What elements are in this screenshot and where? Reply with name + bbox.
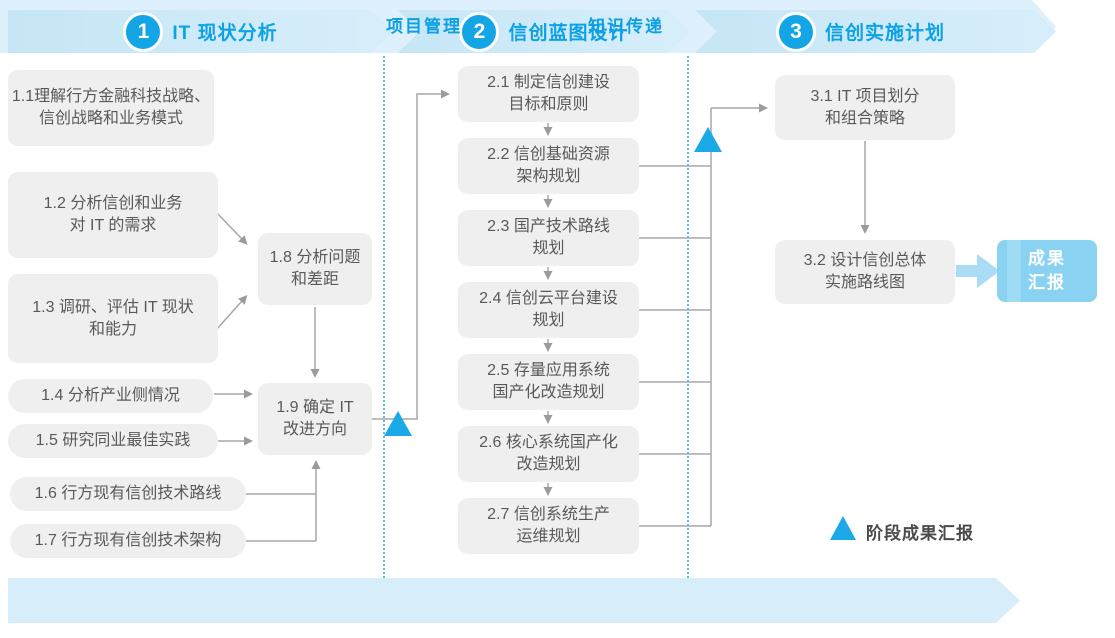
node-text: 1.9 确定 IT bbox=[276, 399, 354, 417]
flow-node-1-2: 1.2 分析信创和业务 对 IT 的需求 bbox=[8, 172, 218, 258]
footer-label-knowledge-transfer: 知识传递 bbox=[588, 17, 664, 36]
flow-node-1-9: 1.9 确定 IT 改进方向 bbox=[258, 383, 372, 455]
flow-node-2-3: 2.3 国产技术路线 规划 bbox=[458, 210, 639, 266]
flow-node-1-4: 1.4 分析产业侧情况 bbox=[8, 379, 213, 413]
node-text: 1.2 分析信创和业务 bbox=[43, 195, 183, 213]
phase-separator-1-2 bbox=[383, 56, 385, 578]
flow-node-1-1: 1.1理解行方金融科技战略、 信创战略和业务模式 bbox=[8, 70, 214, 146]
thick-arrow-icon bbox=[956, 254, 1000, 288]
phase-number: 2 bbox=[473, 19, 486, 43]
footer-label-project-management: 项目管理 bbox=[386, 17, 462, 36]
node-text: 3.2 设计信创总体 bbox=[803, 252, 927, 270]
result-text: 成果 bbox=[1028, 249, 1066, 269]
legend-label: 阶段成果汇报 bbox=[866, 524, 974, 543]
flow-node-3-2: 3.2 设计信创总体 实施路线图 bbox=[775, 240, 955, 304]
node-text: 规划 bbox=[532, 312, 565, 329]
phase-2-number-badge: 2 bbox=[459, 11, 500, 52]
node-text: 规划 bbox=[532, 240, 565, 257]
phase-3-number-badge: 3 bbox=[775, 11, 816, 52]
phase-banner-3: 3 信创实施计划 bbox=[695, 10, 1056, 53]
milestone-triangle-icon bbox=[384, 411, 412, 436]
phase-1-title: IT 现状分析 bbox=[172, 23, 278, 44]
node-text: 2.4 信创云平台建设 bbox=[479, 290, 618, 308]
node-text: 1.6 行方现有信创技术路线 bbox=[34, 485, 222, 503]
node-text: 运维规划 bbox=[516, 528, 581, 545]
node-text: 目标和原则 bbox=[508, 96, 589, 113]
node-text: 改进方向 bbox=[282, 421, 347, 438]
node-text: 1.4 分析产业侧情况 bbox=[41, 387, 180, 405]
flow-node-2-4: 2.4 信创云平台建设 规划 bbox=[458, 282, 639, 338]
flow-node-1-3: 1.3 调研、评估 IT 现状 和能力 bbox=[8, 274, 218, 363]
flow-node-1-7: 1.7 行方现有信创技术架构 bbox=[10, 524, 246, 558]
node-text: 对 IT 的需求 bbox=[69, 217, 157, 234]
legend-triangle-icon bbox=[830, 516, 856, 540]
result-text: 汇报 bbox=[1028, 273, 1066, 292]
milestone-triangle-icon bbox=[694, 127, 722, 152]
node-text: 2.6 核心系统国产化 bbox=[479, 434, 618, 452]
node-text: 和组合策略 bbox=[824, 109, 905, 127]
node-text: 和差距 bbox=[290, 271, 339, 288]
phase-banner-1: 1 IT 现状分析 bbox=[8, 10, 393, 53]
flow-node-3-1: 3.1 IT 项目划分 和组合策略 bbox=[775, 75, 955, 140]
phase-3-title: 信创实施计划 bbox=[824, 23, 945, 44]
flow-node-1-8: 1.8 分析问题 和差距 bbox=[258, 233, 372, 305]
result-report-box: 成果 汇报 bbox=[997, 240, 1097, 302]
phase-number: 1 bbox=[137, 19, 150, 43]
flow-node-2-7: 2.7 信创系统生产 运维规划 bbox=[458, 498, 639, 554]
banner-arrow-shape bbox=[8, 10, 393, 53]
flow-node-2-5: 2.5 存量应用系统 国产化改造规划 bbox=[458, 354, 639, 410]
phase-1-number-badge: 1 bbox=[123, 11, 164, 52]
phase-2-title: 信创蓝图设计 bbox=[508, 23, 629, 44]
node-text: 架构规划 bbox=[516, 168, 581, 185]
footer-arrow-band bbox=[8, 578, 1020, 623]
node-text: 2.7 信创系统生产 bbox=[487, 506, 610, 524]
node-text: 实施路线图 bbox=[824, 274, 905, 291]
node-text: 2.3 国产技术路线 bbox=[487, 218, 610, 236]
flow-node-2-2: 2.2 信创基础资源 架构规划 bbox=[458, 138, 639, 194]
phase-number: 3 bbox=[790, 19, 802, 43]
node-text: 2.1 制定信创建设 bbox=[487, 74, 610, 92]
node-text: 国产化改造规划 bbox=[492, 384, 605, 401]
node-text: 3.1 IT 项目划分 bbox=[810, 87, 920, 105]
flow-node-2-1: 2.1 制定信创建设 目标和原则 bbox=[458, 66, 639, 122]
flow-node-1-6: 1.6 行方现有信创技术路线 bbox=[10, 477, 246, 511]
flow-node-2-6: 2.6 核心系统国产化 改造规划 bbox=[458, 426, 639, 482]
node-text: 1.3 调研、评估 IT 现状 bbox=[32, 298, 194, 316]
node-text: 1.7 行方现有信创技术架构 bbox=[34, 532, 222, 550]
node-text: 1.1理解行方金融科技战略、 bbox=[11, 88, 211, 106]
node-text: 和能力 bbox=[88, 320, 137, 338]
banner-arrow-shape bbox=[695, 10, 1056, 53]
node-text: 1.8 分析问题 bbox=[269, 249, 361, 267]
node-text: 2.2 信创基础资源 bbox=[487, 146, 610, 164]
banner-arrow-shape bbox=[398, 10, 690, 53]
node-text: 2.5 存量应用系统 bbox=[487, 362, 610, 380]
node-text: 改造规划 bbox=[516, 456, 581, 473]
phase-banner-2: 2 信创蓝图设计 bbox=[398, 10, 690, 53]
node-text: 1.5 研究同业最佳实践 bbox=[35, 432, 191, 450]
node-text: 信创战略和业务模式 bbox=[38, 110, 183, 127]
phase-separator-2-3 bbox=[687, 56, 689, 578]
flow-node-1-5: 1.5 研究同业最佳实践 bbox=[8, 424, 218, 458]
